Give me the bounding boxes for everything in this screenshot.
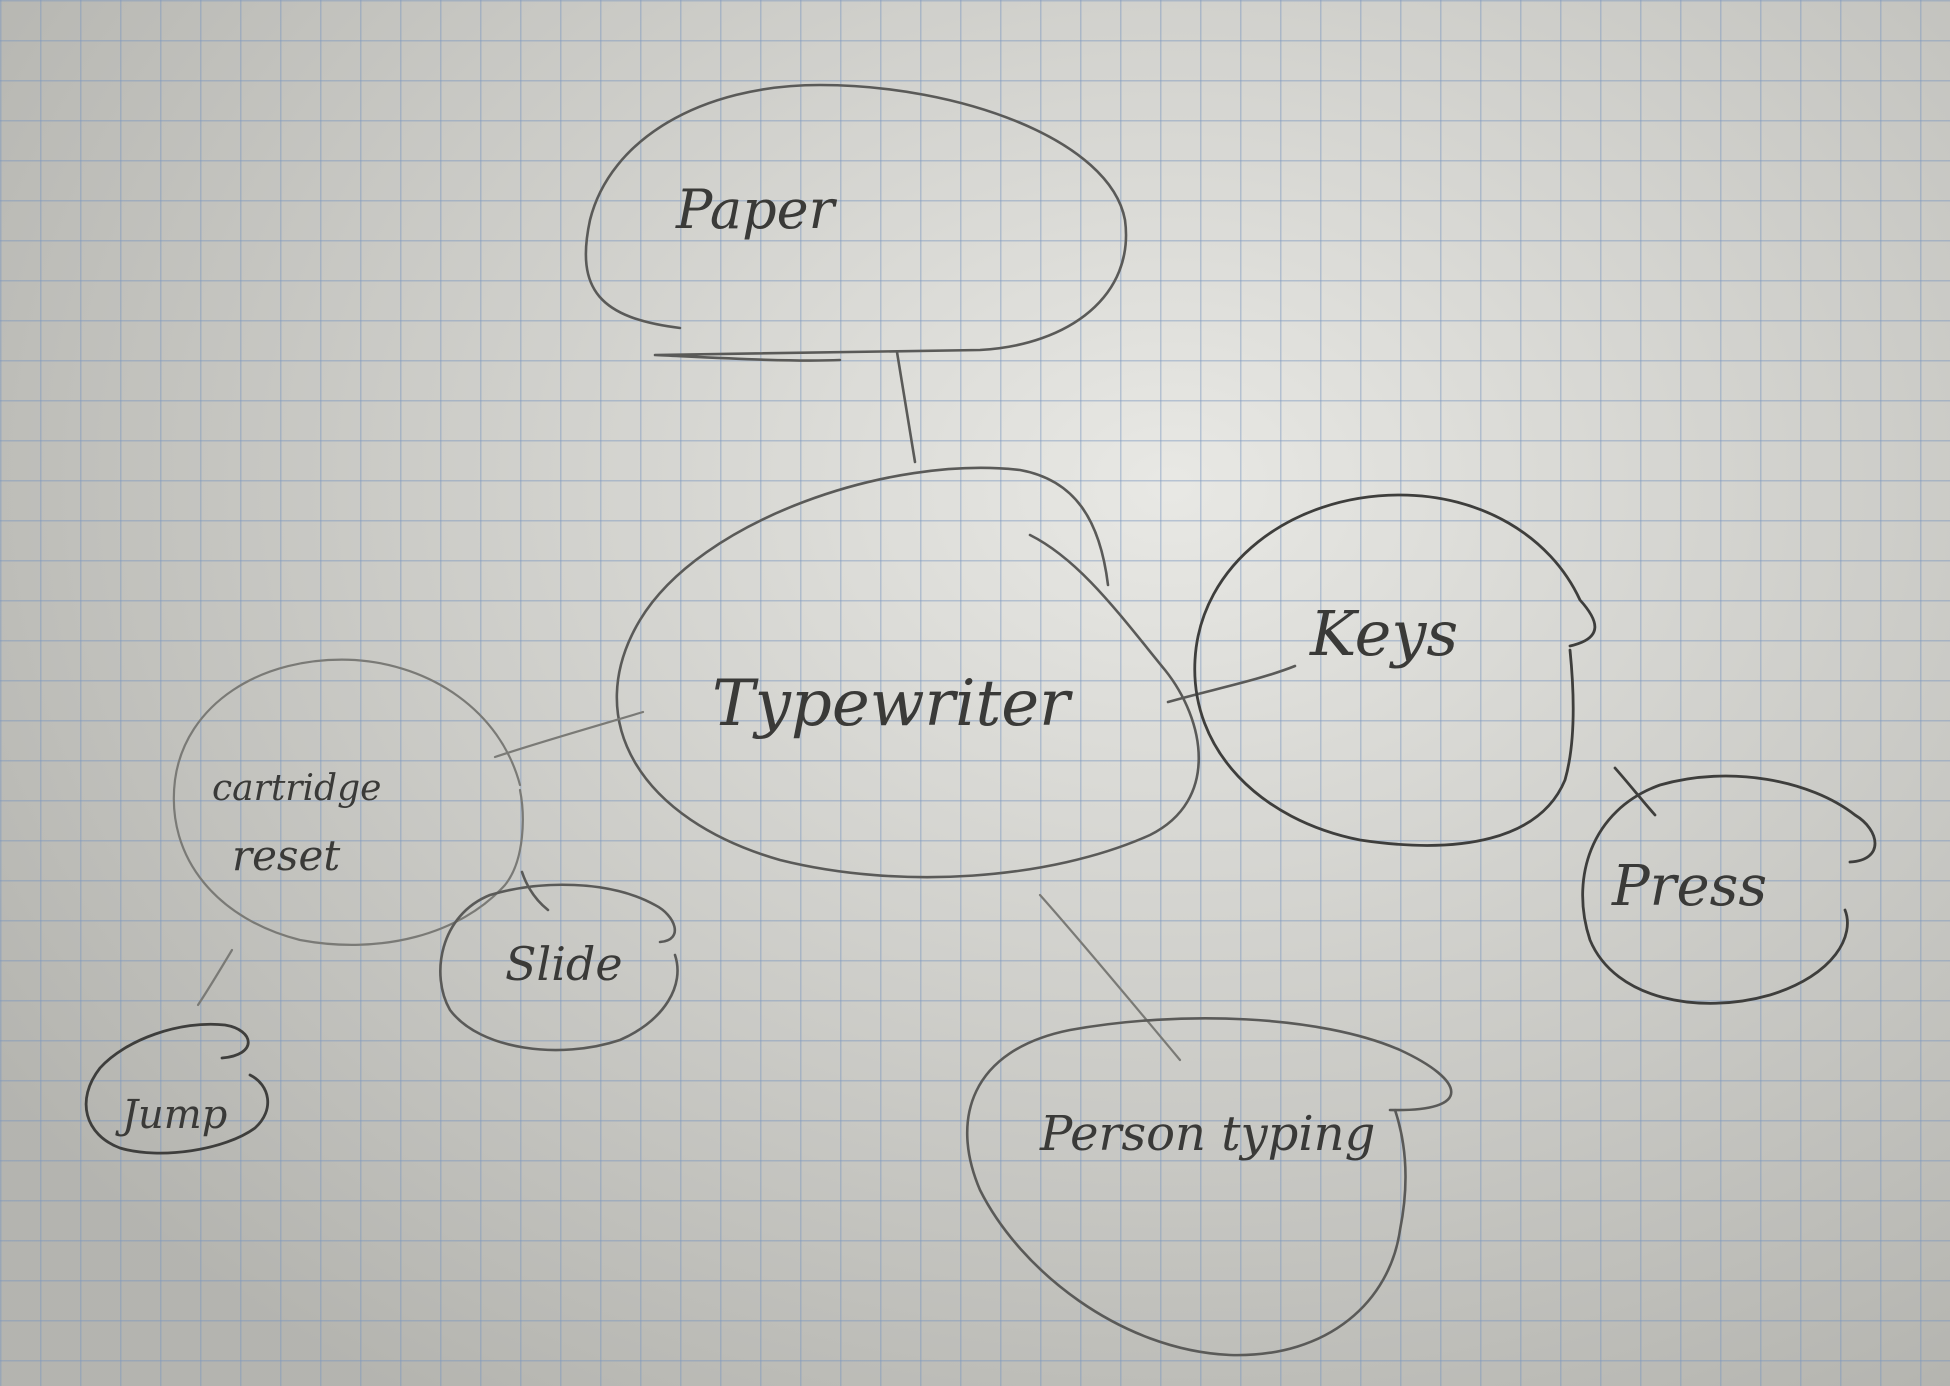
node-person-typing: Person typing xyxy=(966,1017,1453,1357)
node-typewriter-label: Typewriter xyxy=(712,667,1073,741)
edge-keys-press xyxy=(1613,766,1657,817)
edge-typewriter-cartridge xyxy=(493,710,645,759)
node-slide: Slide xyxy=(439,883,679,1052)
node-person-typing-outline xyxy=(966,1017,1453,1357)
node-keys-outline xyxy=(1193,493,1597,847)
edge-typewriter-keys xyxy=(1166,664,1297,704)
node-jump: Jump xyxy=(84,1022,270,1155)
node-cartridge-reset-line2: reset xyxy=(232,831,340,880)
node-cartridge-reset: cartridge reset xyxy=(172,658,524,946)
node-press: Press xyxy=(1581,774,1877,1005)
node-typewriter-outline xyxy=(615,466,1200,879)
node-keys: Keys xyxy=(1193,493,1597,847)
node-jump-label: Jump xyxy=(115,1092,227,1138)
node-slide-outline xyxy=(439,883,679,1052)
node-paper: Paper xyxy=(584,83,1128,362)
node-jump-outline xyxy=(84,1022,270,1155)
node-slide-label: Slide xyxy=(505,937,623,991)
edge-paper-typewriter xyxy=(895,350,917,464)
node-cartridge-reset-outline xyxy=(172,658,524,946)
node-paper-outline xyxy=(584,83,1128,362)
node-typewriter: Typewriter xyxy=(615,466,1200,879)
node-person-typing-label: Person typing xyxy=(1039,1106,1375,1162)
edge-typewriter-person xyxy=(1038,893,1182,1062)
node-press-label: Press xyxy=(1611,854,1767,919)
node-keys-label: Keys xyxy=(1309,597,1458,670)
node-press-outline xyxy=(1581,774,1877,1005)
edge-cartridge-slide xyxy=(520,870,550,912)
node-paper-label: Paper xyxy=(675,178,838,241)
node-cartridge-reset-line1: cartridge xyxy=(212,768,381,809)
edge-cartridge-jump xyxy=(196,948,234,1007)
